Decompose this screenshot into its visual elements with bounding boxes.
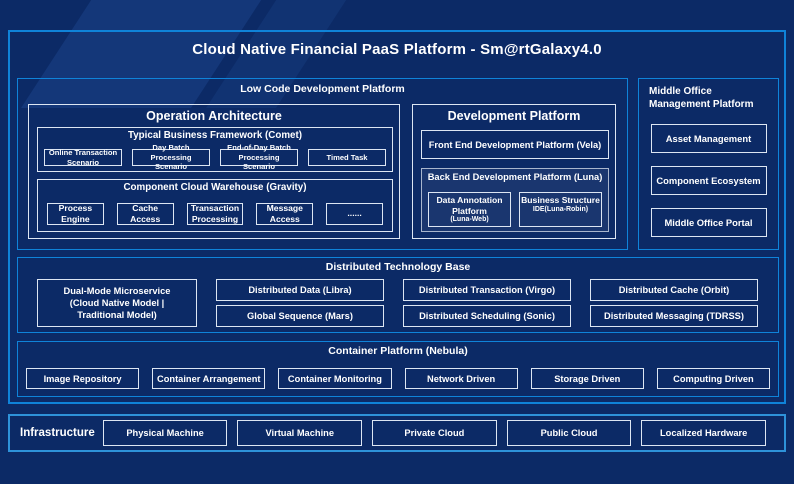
page-title: Cloud Native Financial PaaS Platform - S… xyxy=(192,41,602,58)
box-container-monitoring: Container Monitoring xyxy=(278,368,392,389)
box-data-annotation-platform: Data Annotation Platform (Luna-Web) xyxy=(428,192,511,227)
low-code-platform-label: Low Code Development Platform xyxy=(240,83,405,95)
box-development-platform: Development Platform Front End Developme… xyxy=(412,104,616,239)
box-virtual-machine: Virtual Machine xyxy=(237,420,363,446)
box-global-sequence-mars: Global Sequence (Mars) xyxy=(216,305,384,327)
box-operation-architecture: Operation Architecture Typical Business … xyxy=(28,104,400,239)
box-end-of-day-batch-processing-scenario: End-of-Day Batch Processing Scenario xyxy=(220,143,298,171)
box-distributed-data-libra: Distributed Data (Libra) xyxy=(216,279,384,301)
box-distributed-transaction-virgo: Distributed Transaction (Virgo) xyxy=(403,279,571,301)
gravity-items-row: Process Engine Cache Access Transaction … xyxy=(47,203,383,225)
business-structure-label: Business Structure xyxy=(521,195,600,205)
box-computing-driven: Computing Driven xyxy=(656,368,771,389)
box-cache-access: Cache Access xyxy=(116,203,174,225)
section-distributed-technology-base: Distributed Technology Base Dual-Mode Mi… xyxy=(17,257,779,333)
box-storage-driven: Storage Driven xyxy=(530,368,644,389)
distributed-grid: Dual-Mode Microservice (Cloud Native Mod… xyxy=(37,279,758,327)
data-annotation-platform-sublabel: (Luna-Web) xyxy=(450,216,489,224)
box-physical-machine: Physical Machine xyxy=(102,420,228,446)
container-items-row: Image Repository Container Arrangement C… xyxy=(26,368,771,389)
luna-items-row: Data Annotation Platform (Luna-Web) Busi… xyxy=(428,192,602,227)
box-middle-office-portal: Middle Office Portal xyxy=(650,208,767,237)
dual-mode-line2: (Cloud Native Model | Traditional Model) xyxy=(69,297,165,321)
box-localized-hardware: Localized Hardware xyxy=(641,420,766,446)
section-low-code-development-platform: Low Code Development Platform Operation … xyxy=(17,78,628,250)
box-network-driven: Network Driven xyxy=(404,368,518,389)
section-container-platform-nebula: Container Platform (Nebula) Image Reposi… xyxy=(17,341,779,397)
box-image-repository: Image Repository xyxy=(26,368,140,389)
box-public-cloud: Public Cloud xyxy=(506,420,632,446)
box-private-cloud: Private Cloud xyxy=(372,420,497,446)
box-component-cloud-warehouse-gravity: Component Cloud Warehouse (Gravity) Proc… xyxy=(37,179,393,232)
box-component-ecosystem: Component Ecosystem xyxy=(650,166,767,195)
box-message-access: Message Access xyxy=(256,203,314,225)
distributed-technology-base-title: Distributed Technology Base xyxy=(325,261,471,273)
gravity-title: Component Cloud Warehouse (Gravity) xyxy=(123,182,307,193)
box-ellipsis-more: ...... xyxy=(326,203,383,225)
container-platform-title: Container Platform (Nebula) xyxy=(328,345,468,357)
section-middle-office-management-platform: Middle Office Management Platform Asset … xyxy=(638,78,779,250)
box-business-structure-ide: Business Structure IDE(Luna-Robin) xyxy=(519,192,602,227)
box-distributed-scheduling-sonic: Distributed Scheduling (Sonic) xyxy=(403,305,571,327)
dual-mode-line1: Dual-Mode Microservice xyxy=(63,285,171,296)
data-annotation-platform-label: Data Annotation Platform xyxy=(436,195,503,216)
box-asset-management: Asset Management xyxy=(650,124,767,153)
luna-title: Back End Development Platform (Luna) xyxy=(427,172,603,182)
development-platform-title: Development Platform xyxy=(447,109,581,123)
box-online-transaction-scenario: Online Transaction Scenario xyxy=(44,148,122,167)
box-process-engine: Process Engine xyxy=(47,203,104,225)
section-infrastructure: Infrastructure Physical Machine Virtual … xyxy=(8,414,786,452)
comet-title: Typical Business Framework (Comet) xyxy=(127,130,303,141)
box-front-end-development-platform-vela: Front End Development Platform (Vela) xyxy=(421,130,609,159)
box-back-end-development-platform-luna: Back End Development Platform (Luna) Dat… xyxy=(421,168,609,232)
main-frame: Cloud Native Financial PaaS Platform - S… xyxy=(8,30,786,404)
comet-items-row: Online Transaction Scenario Day Batch Pr… xyxy=(44,143,386,171)
middle-office-title: Middle Office Management Platform xyxy=(649,86,754,110)
infrastructure-label: Infrastructure xyxy=(20,427,95,439)
box-distributed-messaging-tdrss: Distributed Messaging (TDRSS) xyxy=(590,305,758,327)
box-typical-business-framework-comet: Typical Business Framework (Comet) Onlin… xyxy=(37,127,393,172)
box-distributed-cache-orbit: Distributed Cache (Orbit) xyxy=(590,279,758,301)
box-day-batch-processing-scenario: Day Batch Processing Scenario xyxy=(132,143,210,171)
box-transaction-processing: Transaction Processing xyxy=(186,203,244,225)
box-dual-mode-microservice: Dual-Mode Microservice (Cloud Native Mod… xyxy=(37,279,197,327)
operation-architecture-title: Operation Architecture xyxy=(146,109,282,123)
box-timed-task: Timed Task xyxy=(308,149,386,166)
box-container-arrangement: Container Arrangement xyxy=(152,368,266,389)
infrastructure-items-row: Physical Machine Virtual Machine Private… xyxy=(102,420,784,446)
business-structure-sublabel: IDE(Luna-Robin) xyxy=(532,205,589,213)
